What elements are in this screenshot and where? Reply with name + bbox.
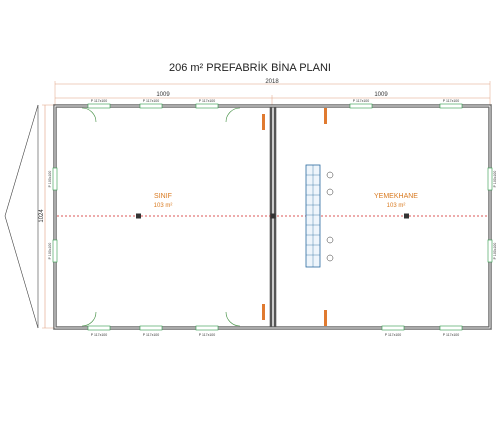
svg-text:P 100x100: P 100x100 bbox=[493, 243, 497, 260]
svg-text:P 117x100: P 117x100 bbox=[443, 99, 459, 103]
door-frames bbox=[262, 108, 327, 326]
doors bbox=[81, 107, 327, 327]
dimension-total-label: 2018 bbox=[265, 79, 279, 85]
svg-text:P 100x100: P 100x100 bbox=[48, 243, 52, 260]
dimension-halves: 1009 1009 bbox=[55, 92, 490, 108]
section-marker bbox=[4, 104, 39, 329]
columns bbox=[136, 213, 409, 219]
svg-text:P 117x100: P 117x100 bbox=[199, 333, 215, 337]
central-shelving bbox=[305, 164, 334, 268]
svg-text:P 117x100: P 117x100 bbox=[143, 99, 159, 103]
svg-text:SINIF: SINIF bbox=[154, 193, 172, 200]
svg-text:P 117x100: P 117x100 bbox=[91, 99, 107, 103]
svg-text:P 117x100: P 117x100 bbox=[353, 99, 369, 103]
room-label-yemekhane: YEMEKHANE 103 m² bbox=[374, 193, 418, 209]
svg-text:103 m²: 103 m² bbox=[387, 203, 406, 209]
svg-text:P 100x100: P 100x100 bbox=[493, 171, 497, 188]
dimension-left-label: 1009 bbox=[156, 92, 170, 98]
svg-text:P 117x100: P 117x100 bbox=[385, 333, 401, 337]
svg-text:P 117x100: P 117x100 bbox=[143, 333, 159, 337]
svg-text:P 117x100: P 117x100 bbox=[199, 99, 215, 103]
side-windows: P 100x100 P 100x100 P 100x100 P 100x100 bbox=[48, 167, 497, 263]
svg-text:103 m²: 103 m² bbox=[154, 203, 173, 209]
dimension-total: 2018 bbox=[54, 79, 491, 108]
dimension-depth: 1024 bbox=[39, 104, 55, 329]
dimension-right-label: 1009 bbox=[374, 92, 388, 98]
room-label-sinif: SINIF 103 m² bbox=[154, 193, 173, 209]
svg-text:P 100x100: P 100x100 bbox=[48, 171, 52, 188]
svg-text:YEMEKHANE: YEMEKHANE bbox=[374, 193, 418, 200]
top-windows: P 117x100 P 117x100 P 117x100 P 117x100 … bbox=[87, 99, 463, 109]
plan-title: 206 m² PREFABRİK BİNA PLANI bbox=[168, 62, 331, 74]
dimension-depth-label: 1024 bbox=[39, 209, 45, 223]
bottom-windows: P 117x100 P 117x100 P 117x100 P 117x100 … bbox=[87, 325, 463, 337]
svg-text:P 117x100: P 117x100 bbox=[91, 333, 107, 337]
svg-text:P 117x100: P 117x100 bbox=[443, 333, 459, 337]
